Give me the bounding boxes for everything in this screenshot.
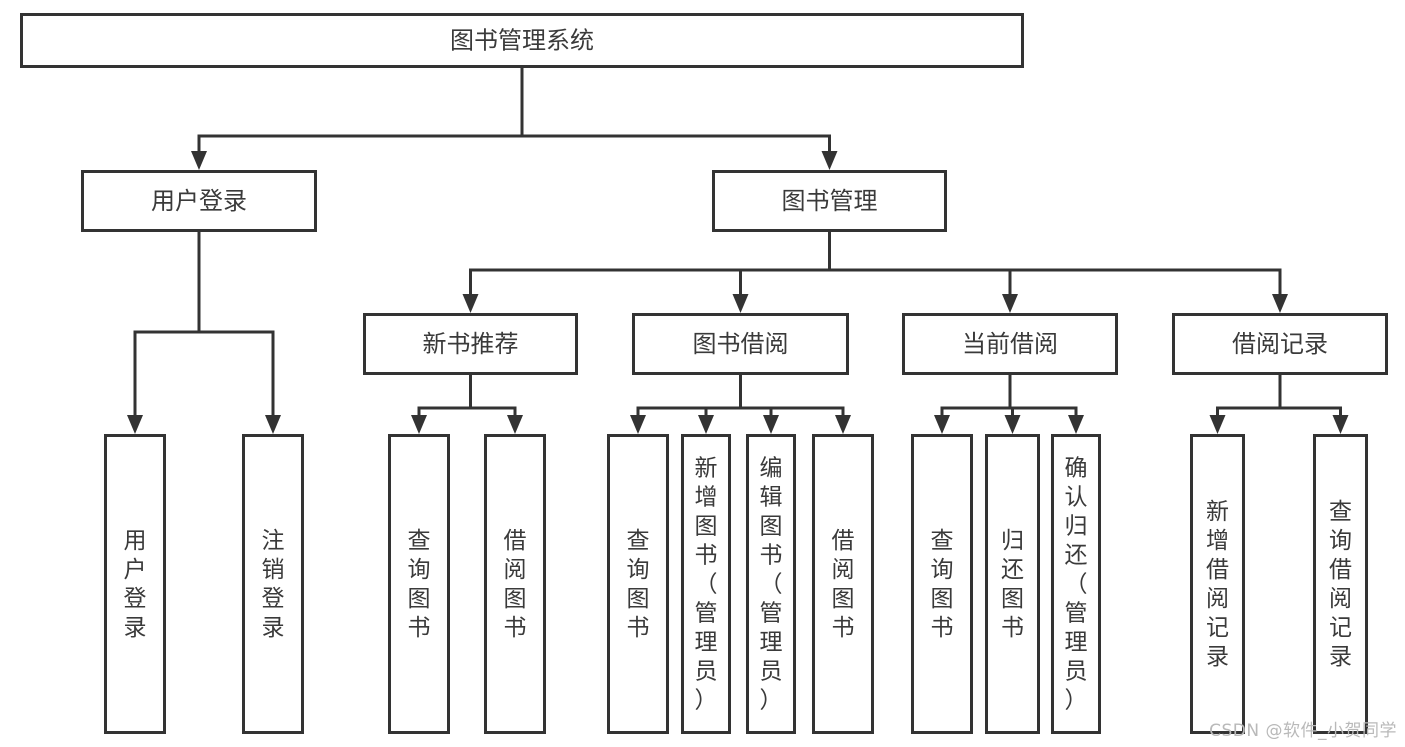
node-label: 图书管理	[782, 187, 878, 215]
node-leaf-query-borrow-record[interactable]: 查询借阅记录	[1313, 434, 1368, 734]
node-label: 图书管理系统	[450, 27, 594, 55]
arrow-head-icon	[1332, 415, 1349, 434]
arrow-head-icon	[763, 415, 779, 434]
node-title-0[interactable]: 图书管理系统	[20, 13, 1024, 68]
arrow-head-icon	[821, 151, 838, 170]
node-label: 借阅图书	[504, 528, 527, 641]
arrow-head-icon	[411, 415, 427, 434]
node-leaf-add-borrow-record[interactable]: 新增借阅记录	[1190, 434, 1245, 734]
arrow-head-icon	[1272, 294, 1288, 313]
connector-layer	[127, 66, 1349, 434]
arrow-head-icon	[934, 415, 950, 434]
arrow-head-icon	[1002, 294, 1018, 313]
node-label: 图书借阅	[693, 330, 789, 358]
arrow-head-icon	[835, 415, 851, 434]
node-box	[1190, 434, 1245, 734]
arrow-head-icon	[1209, 415, 1226, 434]
node-box	[1313, 434, 1368, 734]
node-leaf-query-book-current[interactable]: 查询图书	[911, 434, 973, 734]
node-leaf-add-book-admin[interactable]: 新增图书（管理员）	[681, 434, 731, 734]
arrow-head-icon	[191, 151, 207, 170]
node-current-borrow[interactable]: 当前借阅	[902, 313, 1118, 375]
node-leaf-return-book[interactable]: 归还图书	[985, 434, 1040, 734]
arrow-head-icon	[127, 415, 143, 434]
node-box	[607, 434, 669, 734]
node-label: 新增借阅记录	[1206, 499, 1229, 670]
node-layer: 图书管理系统用户登录图书管理新书推荐图书借阅当前借阅借阅记录用户登录注销登录查询…	[20, 13, 1388, 734]
node-box	[20, 13, 1024, 68]
node-label: 新增图书（管理员）	[695, 456, 718, 714]
arrow-head-icon	[630, 415, 646, 434]
node-book-management[interactable]: 图书管理	[712, 170, 947, 232]
arrow-head-icon	[507, 415, 523, 434]
node-leaf-logout-login[interactable]: 注销登录	[242, 434, 304, 734]
node-label: 用户登录	[124, 528, 147, 641]
node-box	[81, 170, 317, 232]
node-box	[388, 434, 450, 734]
node-leaf-edit-book-admin[interactable]: 编辑图书（管理员）	[746, 434, 796, 734]
node-leaf-query-book-recommend[interactable]: 查询图书	[388, 434, 450, 734]
node-box	[985, 434, 1040, 734]
node-label: 编辑图书（管理员）	[760, 456, 783, 714]
node-leaf-confirm-return-admin[interactable]: 确认归还（管理员）	[1051, 434, 1101, 734]
node-label: 新书推荐	[423, 330, 519, 358]
node-book-borrow[interactable]: 图书借阅	[632, 313, 849, 375]
node-label: 查询图书	[931, 528, 954, 641]
node-box	[681, 434, 731, 734]
node-label: 注销登录	[262, 528, 285, 641]
node-label: 确认归还（管理员）	[1065, 456, 1088, 714]
arrow-head-icon	[698, 415, 714, 434]
node-box	[902, 313, 1118, 375]
node-label: 借阅图书	[832, 528, 855, 641]
arrow-head-icon	[1004, 415, 1021, 434]
node-label: 查询图书	[627, 528, 650, 641]
node-label: 借阅记录	[1232, 330, 1328, 358]
node-label: 查询图书	[408, 528, 431, 641]
arrow-head-icon	[732, 294, 749, 313]
node-leaf-query-book-borrow[interactable]: 查询图书	[607, 434, 669, 734]
node-user-login[interactable]: 用户登录	[81, 170, 317, 232]
node-box	[104, 434, 166, 734]
node-box	[812, 434, 874, 734]
node-box	[1172, 313, 1388, 375]
node-new-book-recommend[interactable]: 新书推荐	[363, 313, 578, 375]
node-box	[712, 170, 947, 232]
watermark-text: CSDN @软件_小贺同学	[1209, 721, 1397, 741]
arrow-head-icon	[462, 294, 479, 313]
node-box	[911, 434, 973, 734]
node-borrow-record[interactable]: 借阅记录	[1172, 313, 1388, 375]
node-box	[363, 313, 578, 375]
node-box	[1051, 434, 1101, 734]
node-box	[242, 434, 304, 734]
node-label: 查询借阅记录	[1329, 499, 1352, 670]
node-label: 归还图书	[1001, 528, 1024, 641]
node-box	[746, 434, 796, 734]
arrow-head-icon	[265, 415, 281, 434]
node-label: 用户登录	[151, 187, 247, 215]
node-leaf-borrow-book-recommend[interactable]: 借阅图书	[484, 434, 546, 734]
node-label: 当前借阅	[962, 330, 1058, 358]
node-leaf-user-login[interactable]: 用户登录	[104, 434, 166, 734]
node-box	[484, 434, 546, 734]
node-box	[632, 313, 849, 375]
node-leaf-borrow-book[interactable]: 借阅图书	[812, 434, 874, 734]
arrow-head-icon	[1068, 415, 1084, 434]
